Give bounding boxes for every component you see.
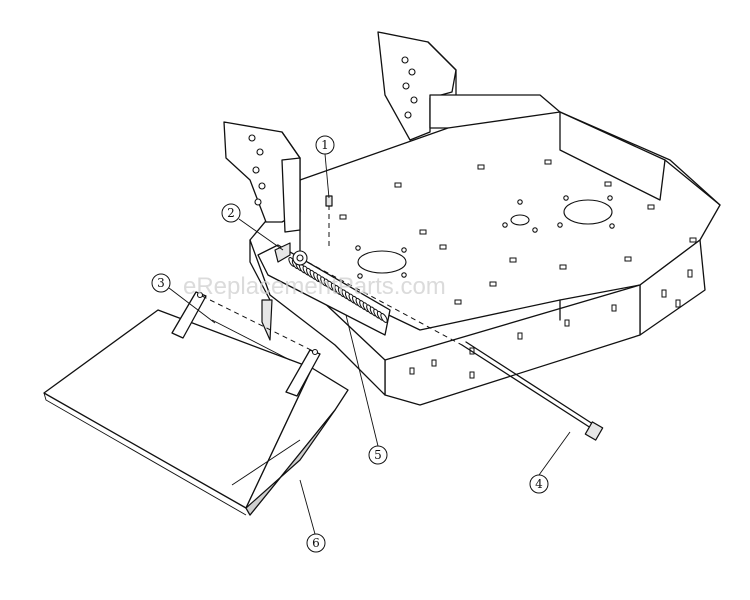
- spring-coil: [380, 313, 388, 323]
- deflector-hinge-tab-left: [171, 291, 207, 339]
- callout-4-label: 4: [535, 477, 543, 491]
- callout-2: 2: [221, 203, 284, 251]
- deflector-hinge-tab-right: [285, 349, 321, 397]
- callout-1: 1: [315, 135, 335, 199]
- mower-deck: [223, 31, 721, 406]
- deflector-mount-rail: [257, 244, 391, 336]
- callout-4: 4: [529, 431, 571, 494]
- callout-5-label: 5: [374, 448, 382, 462]
- callout-5: 5: [345, 314, 388, 465]
- callout-6: 6: [299, 479, 326, 553]
- callout-3-label: 3: [157, 276, 165, 290]
- callout-3: 3: [151, 273, 216, 324]
- callout-2-label: 2: [227, 206, 235, 220]
- callout-6-label: 6: [312, 536, 320, 550]
- hinge-rod: [292, 250, 604, 441]
- callout-1-label: 1: [321, 138, 329, 152]
- discharge-deflector: [43, 291, 349, 516]
- watermark-text: eReplacementParts.com: [183, 273, 446, 300]
